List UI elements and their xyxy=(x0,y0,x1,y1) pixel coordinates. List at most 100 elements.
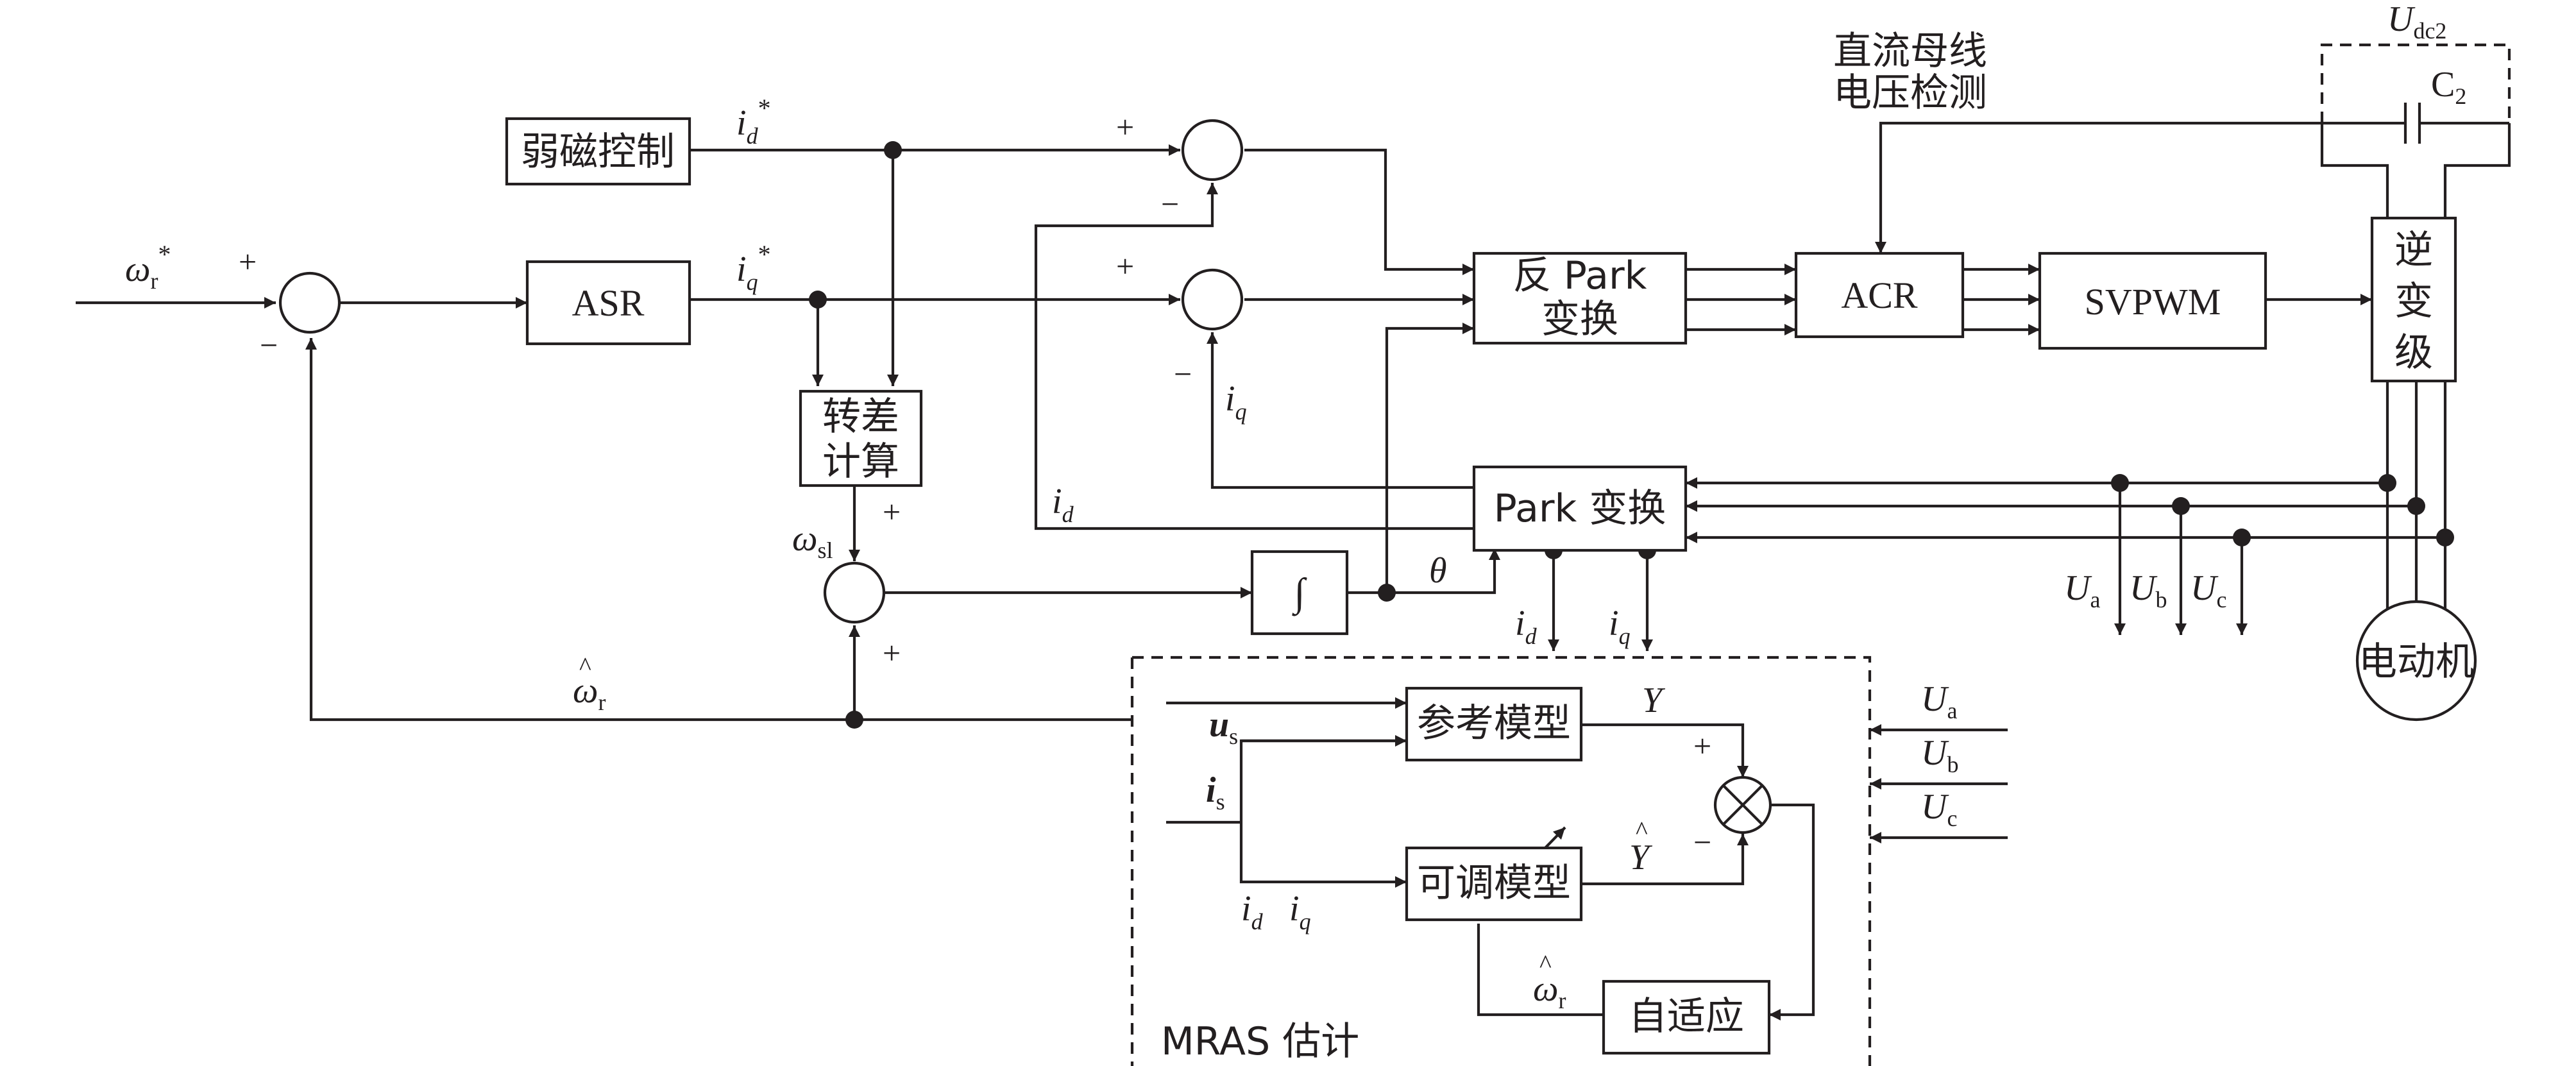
iq-feedback-label: iq xyxy=(1225,379,1247,425)
ua-input-label: Ua xyxy=(1921,679,1957,723)
is-label: is xyxy=(1206,770,1225,815)
minus-sign: − xyxy=(1174,356,1192,392)
asr-label: ASR xyxy=(572,282,645,324)
inverter-label-2: 变 xyxy=(2394,279,2433,324)
y-hat-caret: ^ xyxy=(1636,816,1648,845)
plus-sign: + xyxy=(883,635,901,671)
dc-link-right-line xyxy=(2443,123,2511,218)
slip-sum-junction xyxy=(823,561,886,624)
udc2-dashed-bracket xyxy=(2320,43,2511,123)
junction-dot xyxy=(2378,474,2396,492)
acr-label: ACR xyxy=(1841,275,1918,316)
svpwm-block xyxy=(2038,251,2267,350)
omega-hat-caret: ^ xyxy=(579,652,591,681)
mras-id-label: id xyxy=(1241,889,1264,935)
theta-to-park-line xyxy=(1347,548,1500,595)
omega-sl-label: ωsl xyxy=(792,519,833,563)
omega-hat-label: ωr xyxy=(573,671,606,715)
park-id-label: id xyxy=(1515,604,1538,649)
park-iq-label: iq xyxy=(1609,604,1631,649)
junction-dot xyxy=(2436,529,2454,546)
minus-sign: − xyxy=(1693,824,1711,860)
reference-model-block xyxy=(1405,686,1583,762)
ub-input-label: Ub xyxy=(1921,733,1958,777)
junction-dot xyxy=(884,141,902,159)
adjust-arrow xyxy=(1543,826,1566,850)
ub-tap-label: Ub xyxy=(2130,568,2167,613)
error-to-adaptive-line xyxy=(1769,803,1815,1020)
motor-circle xyxy=(2355,600,2477,722)
junction-dot xyxy=(1378,584,1396,602)
blocks: 弱磁控制 ASR 转差 计算 反 Park 变换 ACR SVPWM 逆 变 级… xyxy=(505,117,2477,1055)
integrator-symbol: ∫ xyxy=(1292,571,1308,616)
y-to-comparator-line xyxy=(1581,723,1749,777)
y-hat-label: Y xyxy=(1629,838,1653,877)
signal-lines xyxy=(76,43,2511,1066)
dc-link-left-line xyxy=(2320,123,2389,218)
junction-dot xyxy=(809,291,827,309)
slip-calc-block xyxy=(799,389,923,487)
dc-bus-to-acr-line xyxy=(1875,121,2322,253)
dc-bus-label-2: 电压检测 xyxy=(1833,71,1987,115)
comparator-junction xyxy=(1713,775,1772,834)
ua-tap-label: Ua xyxy=(2064,568,2100,613)
minus-sign: − xyxy=(260,327,278,363)
plus-sign: + xyxy=(1116,109,1134,145)
omega-ref-label: ωr* xyxy=(125,240,171,294)
flux-weakening-label: 弱磁控制 xyxy=(521,130,675,174)
mras-estimate-label: MRAS 估计 xyxy=(1161,1019,1359,1064)
junction-dot xyxy=(2407,497,2425,515)
vd-to-inv-park-line xyxy=(1244,148,1474,275)
minus-sign: − xyxy=(1161,186,1179,222)
mras-omega-hat-caret: ^ xyxy=(1539,949,1552,978)
junction-dot xyxy=(2233,529,2251,546)
summing-junctions xyxy=(278,119,1772,834)
adaptive-to-model-line xyxy=(1477,924,1604,1017)
uc-input-label: Uc xyxy=(1921,787,1957,831)
speed-sum-junction xyxy=(278,271,341,334)
mras-dashed-box xyxy=(1132,656,1872,1066)
iq-feedback-line xyxy=(1207,332,1474,489)
adaptive-block xyxy=(1602,979,1771,1055)
flux-weakening-block xyxy=(505,117,691,186)
iq-ref-label: iq* xyxy=(736,240,771,295)
inverse-park-label-1: 反 Park xyxy=(1513,253,1647,298)
theta-to-inv-park-line xyxy=(1385,323,1474,593)
annotation-labels: MRAS 估计 直流母线 电压检测 ωr* id* iq* iq id ωsl … xyxy=(125,0,2466,1064)
id-sum-junction xyxy=(1181,119,1244,182)
svpwm-label: SVPWM xyxy=(2085,281,2221,323)
integrator-block xyxy=(1250,550,1349,636)
junction-dot xyxy=(2172,497,2190,515)
plus-sign: + xyxy=(1693,728,1711,764)
id-feedback-line xyxy=(1034,183,1474,530)
junction-dots xyxy=(809,141,2454,729)
adaptive-label: 自适应 xyxy=(1629,994,1744,1039)
is-branch-line xyxy=(1239,739,1407,888)
slip-calc-label-1: 转差 xyxy=(822,394,899,439)
dc-bus-label-1: 直流母线 xyxy=(1833,29,1987,74)
inverse-park-label-2: 变换 xyxy=(1541,297,1618,342)
inverter-block xyxy=(2370,216,2457,383)
slip-calc-label-2: 计算 xyxy=(822,439,899,484)
inverse-park-block xyxy=(1472,251,1688,345)
iq-sum-junction xyxy=(1181,268,1244,331)
id-feedback-label: id xyxy=(1052,482,1074,527)
plus-sign: + xyxy=(1116,248,1134,284)
acr-block xyxy=(1794,251,1965,339)
mras-omega-hat-label: ωr xyxy=(1533,969,1566,1013)
uc-tap-label: Uc xyxy=(2190,568,2226,613)
junction-dot xyxy=(2111,474,2129,492)
adjustable-model-label: 可调模型 xyxy=(1417,861,1571,906)
asr-block xyxy=(525,260,691,346)
id-ref-label: id* xyxy=(736,94,771,149)
junction-dot xyxy=(845,711,863,729)
udc2-label: Udc2 xyxy=(2387,0,2446,44)
y-hat-to-comparator-line xyxy=(1581,834,1749,886)
y-label: Y xyxy=(1642,681,1666,720)
park-label: Park 变换 xyxy=(1494,486,1666,531)
theta-label: θ xyxy=(1429,551,1447,591)
omega-hat-feedback-line xyxy=(305,338,1132,722)
c2-label: C2 xyxy=(2431,65,2466,109)
us-label: us xyxy=(1209,705,1238,749)
